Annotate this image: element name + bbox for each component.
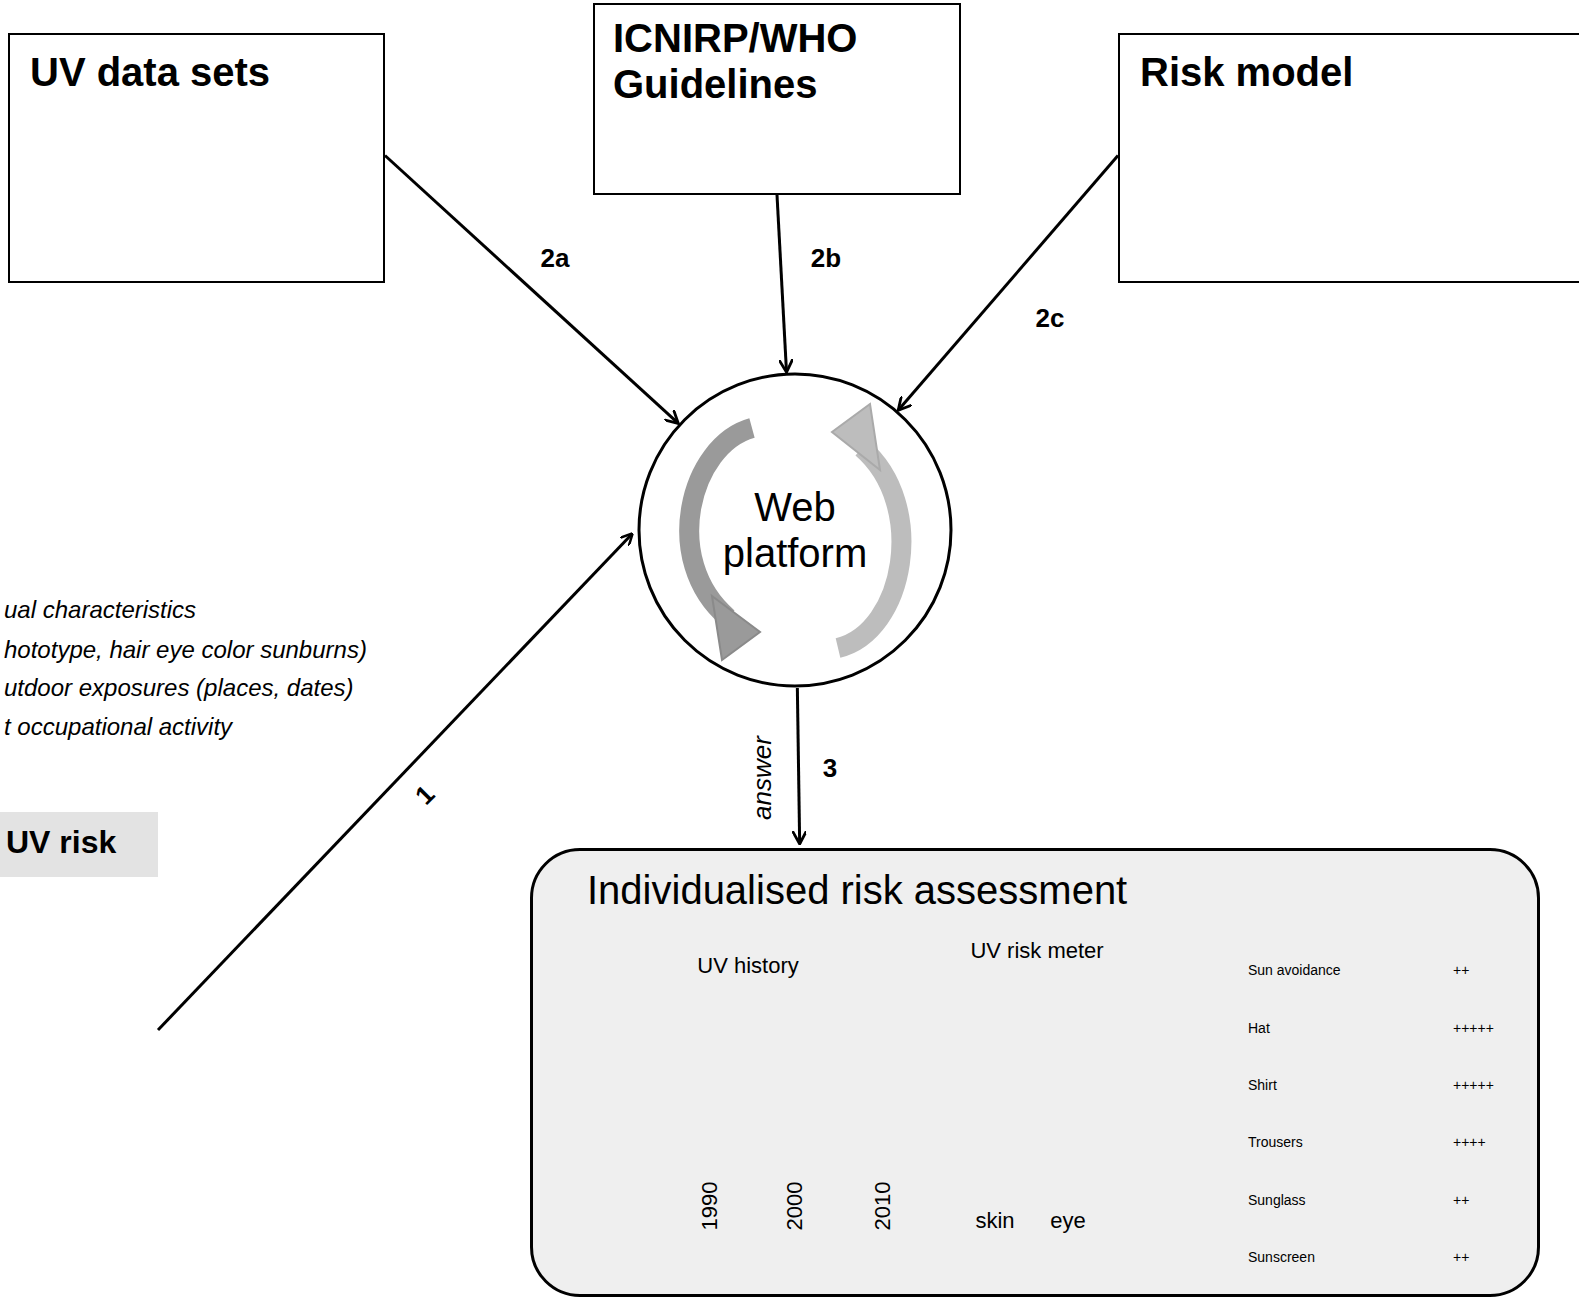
step-number: 2c bbox=[1036, 305, 1065, 331]
risk-tag: UV risk bbox=[0, 812, 158, 877]
measure-name: Sunscreen bbox=[1248, 1250, 1315, 1265]
data-box: UV data sets bbox=[8, 33, 385, 283]
axis-year: 1990 bbox=[698, 1182, 722, 1231]
axis-year: 2000 bbox=[783, 1182, 807, 1231]
node-title: UV data sets bbox=[30, 49, 363, 95]
chart-title: UV risk meter bbox=[970, 939, 1103, 963]
measure-score: +++++ bbox=[1453, 1021, 1494, 1036]
measure-name: Hat bbox=[1248, 1021, 1270, 1036]
meter-label: skin bbox=[975, 1209, 1014, 1233]
measure-name: Shirt bbox=[1248, 1078, 1277, 1093]
edge-note: answer bbox=[748, 736, 777, 820]
connector-arrow bbox=[797, 688, 799, 844]
circle-outline bbox=[637, 372, 953, 688]
input-note: hototype, hair eye color sunburns) bbox=[4, 637, 367, 663]
platform-circle: Web platform bbox=[637, 372, 953, 688]
cycle-arrows bbox=[689, 404, 901, 660]
assessment-panel: Individualised risk assessment bbox=[530, 848, 1540, 1297]
callout-number: 1 bbox=[410, 780, 440, 810]
input-note: ual characteristics bbox=[4, 597, 196, 623]
circle-shape bbox=[639, 374, 951, 686]
step-number: 2b bbox=[811, 245, 841, 271]
node-title: Individualised risk assessment bbox=[587, 867, 1483, 913]
step-number: 2a bbox=[541, 245, 570, 271]
chart-title: UV history bbox=[697, 954, 798, 978]
input-note: t occupational activity bbox=[4, 714, 232, 740]
measure-name: Trousers bbox=[1248, 1135, 1303, 1150]
measure-score: ++ bbox=[1453, 963, 1469, 978]
measure-score: +++++ bbox=[1453, 1078, 1494, 1093]
measure-score: ++ bbox=[1453, 1250, 1469, 1265]
model-box: Risk model bbox=[1118, 33, 1579, 283]
node-title: Web platform bbox=[690, 484, 900, 576]
axis-year: 2010 bbox=[871, 1182, 895, 1231]
meter-label: eye bbox=[1050, 1209, 1085, 1233]
input-note: utdoor exposures (places, dates) bbox=[4, 675, 354, 701]
measure-name: Sun avoidance bbox=[1248, 963, 1341, 978]
measure-score: ++ bbox=[1453, 1193, 1469, 1208]
connector-arrow bbox=[777, 195, 787, 372]
node-title: ICNIRP/WHO Guidelines bbox=[613, 15, 941, 107]
guideline-box: ICNIRP/WHO Guidelines bbox=[593, 3, 961, 195]
connector-arrow bbox=[385, 156, 678, 424]
node-title: Risk model bbox=[1140, 49, 1566, 95]
step-number: 3 bbox=[823, 755, 837, 781]
node-title: UV risk bbox=[6, 824, 150, 861]
measure-name: Sunglass bbox=[1248, 1193, 1306, 1208]
measure-score: ++++ bbox=[1453, 1135, 1486, 1150]
